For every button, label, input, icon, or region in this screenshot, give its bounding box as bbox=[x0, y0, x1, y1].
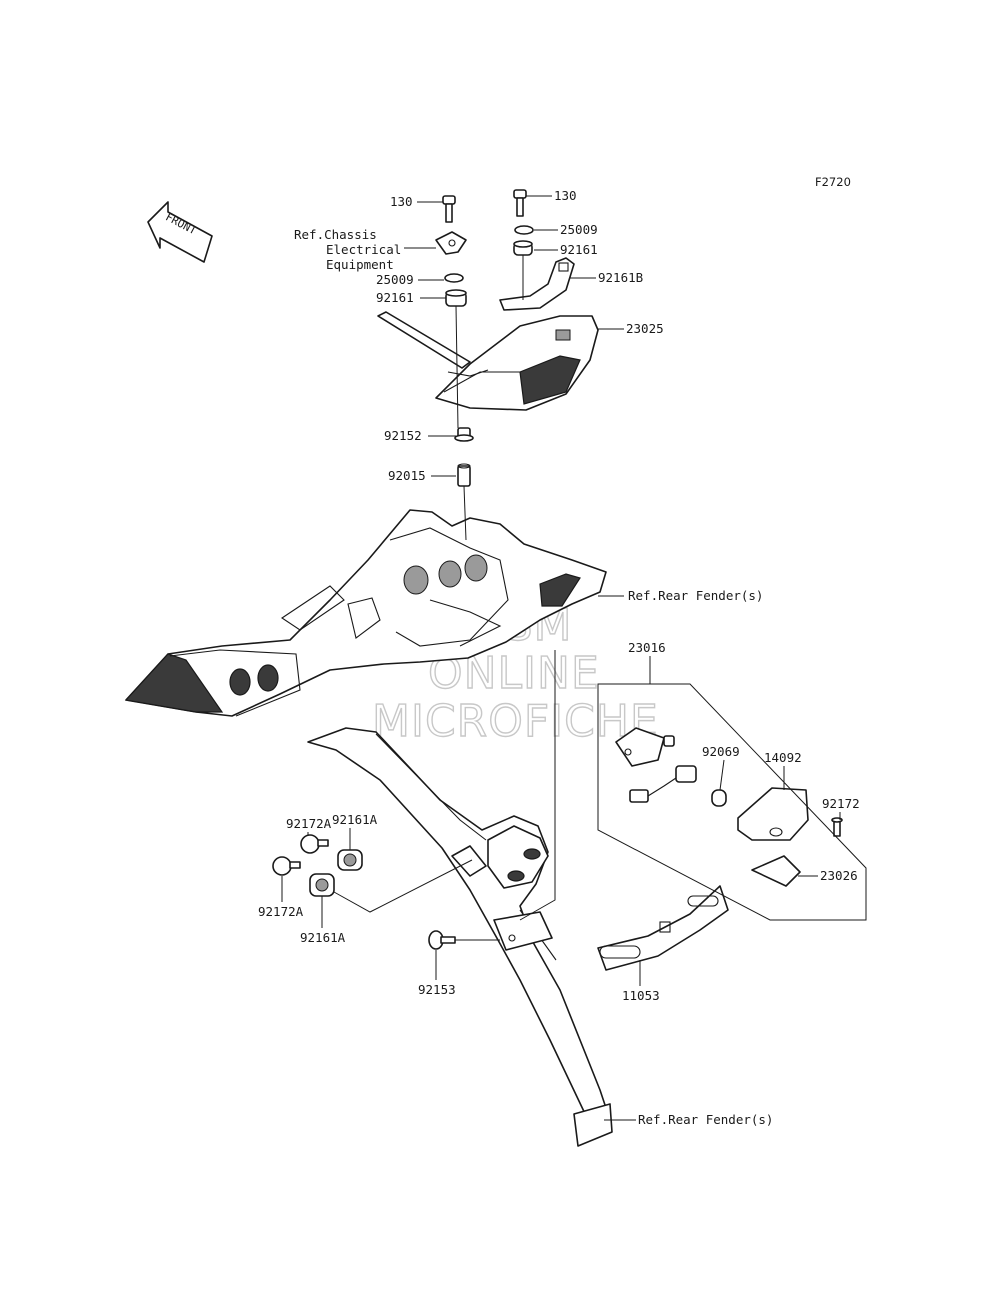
label-130-right: 130 bbox=[554, 188, 577, 203]
pad-23026 bbox=[751, 855, 801, 887]
washer-25009-left bbox=[444, 273, 464, 283]
watermark-line-3: MICROFICHE bbox=[372, 696, 659, 747]
bracket-92161b bbox=[499, 257, 575, 311]
label-92153: 92153 bbox=[418, 982, 456, 997]
label-92152: 92152 bbox=[384, 428, 422, 443]
front-arrow-icon: FRONT bbox=[147, 201, 213, 263]
socket-23016 bbox=[615, 727, 675, 767]
label-14092: 14092 bbox=[764, 750, 802, 765]
plate-holder-11053 bbox=[597, 885, 729, 971]
screw-92172 bbox=[831, 817, 843, 837]
label-130-left: 130 bbox=[390, 194, 413, 209]
collar-92172a-lower bbox=[272, 856, 301, 876]
license-bracket-frame bbox=[307, 727, 613, 1147]
label-92172a-upper: 92172A bbox=[286, 816, 332, 831]
collar-92152 bbox=[454, 427, 474, 442]
tail-lamp-23025 bbox=[377, 311, 599, 411]
part-labels: 130 130 25009 92161 92161B 25009 92161 2… bbox=[258, 188, 860, 1003]
bolt-130-left bbox=[442, 195, 456, 223]
reference-labels: Ref.Chassis Electrical Equipment Ref.Rea… bbox=[294, 227, 773, 1127]
label-92161b: 92161B bbox=[598, 270, 643, 285]
grommet-92161-left bbox=[445, 289, 467, 307]
label-92069: 92069 bbox=[702, 744, 740, 759]
grommet-92161-right bbox=[513, 240, 533, 256]
label-23026: 23026 bbox=[820, 868, 858, 883]
washer-25009-right bbox=[514, 225, 534, 235]
diagram-code: F2720 bbox=[815, 175, 851, 189]
ref-rear-fender-upper: Ref.Rear Fender(s) bbox=[628, 588, 763, 603]
ref-chassis-line-2: Electrical bbox=[326, 242, 401, 257]
ref-chassis-line-1: Ref.Chassis bbox=[294, 227, 377, 242]
label-25009-left: 25009 bbox=[376, 272, 414, 287]
label-92161a-lower: 92161A bbox=[300, 930, 346, 945]
grommet-92161a-upper bbox=[337, 849, 363, 871]
label-25009-right: 25009 bbox=[560, 222, 598, 237]
wire-clamp bbox=[435, 231, 467, 255]
label-92172a-lower: 92172A bbox=[258, 904, 304, 919]
wire-connector bbox=[629, 765, 697, 803]
rear-fender-body bbox=[124, 509, 607, 717]
label-92161a-upper: 92161A bbox=[332, 812, 378, 827]
label-23025: 23025 bbox=[626, 321, 664, 336]
collar-92172a-upper bbox=[300, 834, 329, 854]
collar-92015 bbox=[457, 463, 471, 487]
bolt-92153 bbox=[428, 930, 456, 950]
label-92161-left: 92161 bbox=[376, 290, 414, 305]
ref-rear-fender-lower: Ref.Rear Fender(s) bbox=[638, 1112, 773, 1127]
label-92161-right: 92161 bbox=[560, 242, 598, 257]
grommet-92161a-lower bbox=[309, 873, 335, 897]
bolt-130-right bbox=[513, 189, 527, 217]
label-11053: 11053 bbox=[622, 988, 660, 1003]
ref-chassis-line-3: Equipment bbox=[326, 257, 394, 272]
bulb-92069 bbox=[711, 789, 727, 807]
label-23016: 23016 bbox=[628, 640, 666, 655]
lens-14092 bbox=[737, 787, 809, 841]
label-92015: 92015 bbox=[388, 468, 426, 483]
leader-lines bbox=[281, 195, 867, 1121]
label-92172: 92172 bbox=[822, 796, 860, 811]
